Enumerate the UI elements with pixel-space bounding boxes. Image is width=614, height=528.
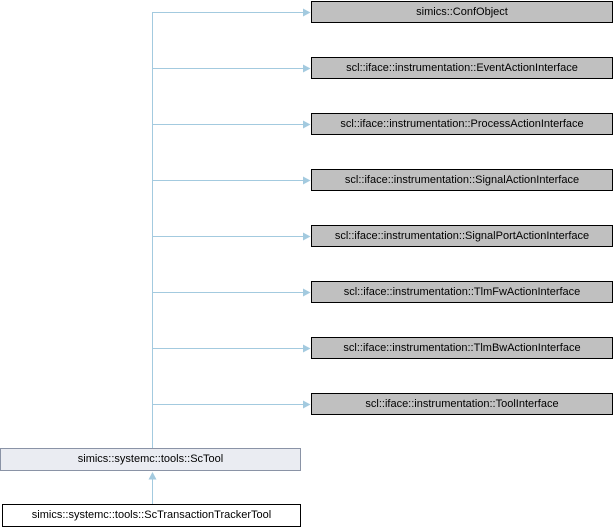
node-processactioninterface: scl::iface::instrumentation::ProcessActi… (311, 113, 613, 135)
arrowhead-right-icon (303, 64, 311, 73)
arrowhead-right-icon (303, 288, 311, 297)
edge-branch-eventactioninterface (152, 64, 311, 73)
arrowhead-right-icon (303, 400, 311, 409)
node-eventactioninterface: scl::iface::instrumentation::EventAction… (311, 57, 613, 79)
edge-branch-confobject (152, 8, 311, 17)
arrowhead-right-icon (303, 344, 311, 353)
edge-branch-signalportactioninterface (152, 232, 311, 241)
edge-derived-to-main (148, 472, 157, 504)
node-toolinterface: scl::iface::instrumentation::ToolInterfa… (311, 393, 613, 415)
node-tlmfwactioninterface: scl::iface::instrumentation::TlmFwAction… (311, 281, 613, 303)
node-sctool: simics::systemc::tools::ScTool (0, 448, 301, 471)
arrowhead-right-icon (303, 176, 311, 185)
node-sctransactiontrackertool[interactable]: simics::systemc::tools::ScTransactionTra… (2, 504, 301, 527)
arrowhead-right-icon (303, 8, 311, 17)
arrowhead-right-icon (303, 120, 311, 129)
edge-branch-signalactioninterface (152, 176, 311, 185)
edge-branch-tlmbwactioninterface (152, 344, 311, 353)
edge-branch-tlmfwactioninterface (152, 288, 311, 297)
edge-branch-processactioninterface (152, 120, 311, 129)
edge-branch-toolinterface (152, 400, 311, 409)
node-signalportactioninterface: scl::iface::instrumentation::SignalPortA… (311, 225, 613, 247)
arrowhead-right-icon (303, 232, 311, 241)
node-tlmbwactioninterface: scl::iface::instrumentation::TlmBwAction… (311, 337, 613, 359)
node-confobject: simics::ConfObject (311, 1, 613, 23)
node-signalactioninterface: scl::iface::instrumentation::SignalActio… (311, 169, 613, 191)
arrowhead-up-icon (148, 472, 157, 480)
